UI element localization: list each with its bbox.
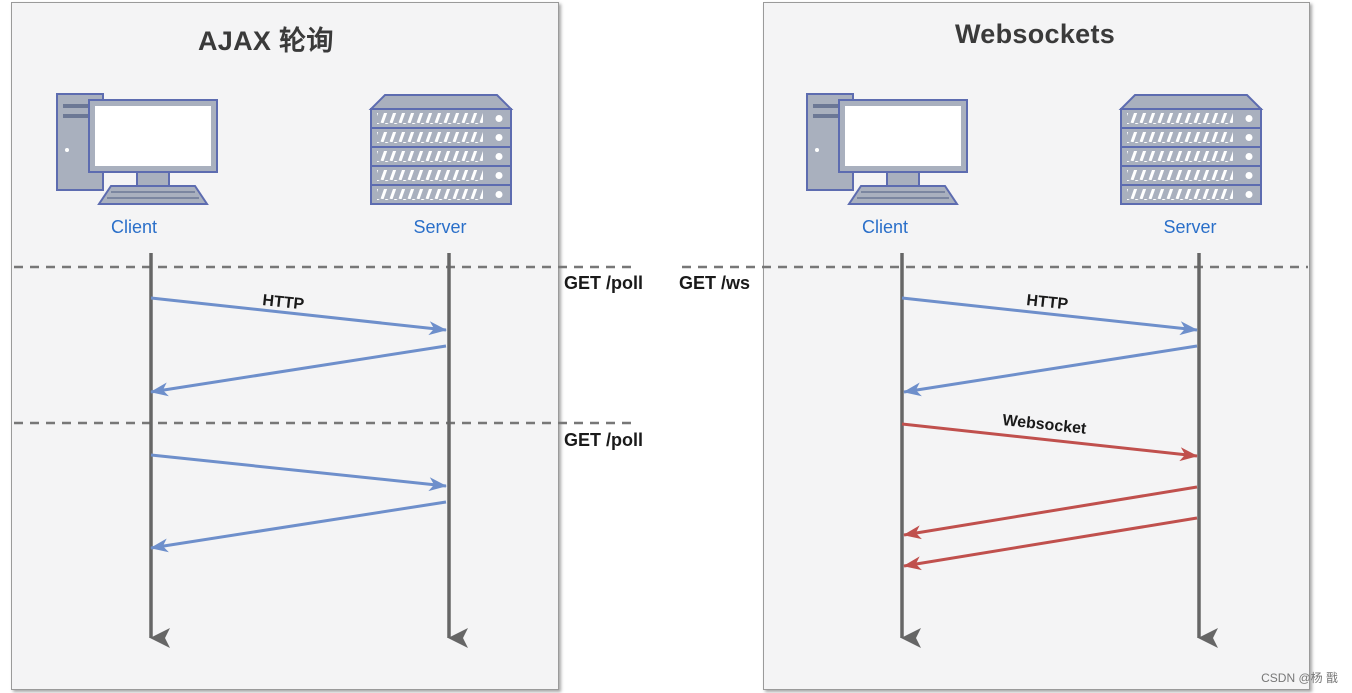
desktop-computer-icon (56, 93, 218, 205)
watermark: CSDN @杨 戬 (1261, 670, 1338, 685)
http-response-arrow (150, 500, 447, 553)
server-rack-icon (371, 95, 511, 204)
ajax-panel-title: AJAX 轮询 (198, 26, 334, 56)
server-label: Server (413, 217, 466, 237)
desktop-computer-icon (806, 93, 968, 205)
websockets-panel-title: Websockets (955, 19, 1116, 49)
server-label: Server (1163, 217, 1216, 237)
websocket-push-arrow (903, 516, 1198, 571)
websocket-push-arrow (903, 485, 1198, 540)
client-label: Client (862, 217, 908, 237)
server-rack-icon (1121, 95, 1261, 204)
http-request-arrow (150, 296, 447, 336)
websocket-message-arrow (901, 422, 1198, 462)
request-label-poll-2: GET /poll (564, 430, 643, 450)
http-request-arrow (150, 453, 447, 492)
http-message-label: HTTP (262, 292, 306, 313)
request-label-poll-1: GET /poll (564, 273, 643, 293)
http-response-arrow (150, 344, 447, 397)
http-request-arrow (901, 296, 1198, 336)
http-message-label: HTTP (1026, 292, 1070, 313)
client-label: Client (111, 217, 157, 237)
request-label-ws: GET /ws (679, 273, 750, 293)
websocket-message-label: Websocket (1002, 412, 1088, 438)
http-response-arrow (903, 344, 1198, 397)
